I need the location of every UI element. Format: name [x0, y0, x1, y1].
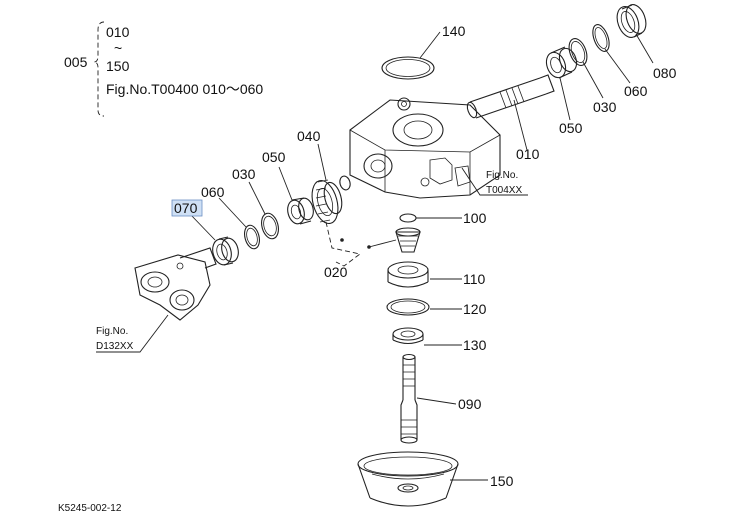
group-020-dot-1	[340, 238, 344, 242]
label-010[interactable]: 010	[516, 146, 540, 162]
label-120[interactable]: 120	[463, 301, 487, 317]
label-150[interactable]: 150	[490, 473, 514, 489]
leader-060-upper	[604, 48, 631, 84]
part-030-left-ring	[261, 212, 279, 240]
part-030-upper-ring	[568, 38, 588, 66]
group-005-brace	[93, 21, 105, 117]
label-d132-fig[interactable]: Fig.No.	[96, 326, 128, 337]
label-tilde: ~	[114, 40, 122, 56]
part-050-left-bearing	[287, 197, 314, 225]
part-130-seal	[392, 327, 424, 345]
label-t004-fig[interactable]: Fig.No.	[486, 170, 518, 181]
label-t004-no[interactable]: T004XX	[486, 185, 522, 196]
part-040-ring	[339, 175, 351, 191]
leader-020-dot	[368, 239, 397, 248]
label-050-upper[interactable]: 050	[559, 120, 583, 136]
leader-050-left	[278, 166, 293, 201]
gearbox-housing	[349, 97, 501, 199]
label-030-left[interactable]: 030	[232, 166, 256, 182]
leader-010	[513, 99, 528, 151]
drawing-code: K5245-002-12	[58, 503, 122, 514]
leader-050-upper	[559, 77, 571, 121]
part-040-bevel-gear	[311, 179, 343, 225]
label-range-start: 010	[106, 24, 130, 40]
label-040[interactable]: 040	[297, 128, 321, 144]
leader-060-left	[218, 197, 247, 228]
part-110-bearing	[387, 261, 429, 288]
label-100[interactable]: 100	[463, 210, 487, 226]
part-120-ring	[386, 298, 430, 316]
part-060-left-ring	[244, 224, 260, 250]
label-080[interactable]: 080	[653, 65, 677, 81]
label-050-left[interactable]: 050	[262, 149, 286, 165]
label-060-upper[interactable]: 060	[624, 83, 648, 99]
label-140[interactable]: 140	[442, 23, 466, 39]
label-130[interactable]: 130	[463, 337, 487, 353]
leader-040	[317, 143, 327, 181]
leader-d132	[96, 314, 169, 353]
label-070-highlight	[171, 199, 203, 217]
part-140-oring	[381, 56, 435, 80]
leader-140	[419, 31, 441, 59]
leader-t004	[461, 167, 528, 196]
label-range-ref[interactable]: Fig.No.T00400 010～060	[106, 81, 263, 97]
label-060-left[interactable]: 060	[201, 184, 225, 200]
leader-090	[416, 397, 457, 405]
part-020-pinion	[395, 227, 421, 253]
label-005[interactable]: 005	[64, 54, 88, 70]
part-150-cup	[357, 451, 459, 507]
label-d132-no[interactable]: D132XX	[96, 341, 134, 352]
label-range-end: 150	[106, 58, 130, 74]
part-060-upper-ring	[592, 24, 610, 52]
leader-030-left	[248, 181, 266, 215]
label-070[interactable]: 070	[174, 200, 198, 216]
leader-030-upper	[582, 61, 604, 99]
part-010-shaft	[466, 74, 555, 119]
label-020[interactable]: 020	[324, 264, 348, 280]
group-020-bracket	[325, 221, 362, 267]
part-070-seal	[212, 236, 239, 266]
part-090-shaft	[400, 353, 418, 444]
part-100-ring	[399, 213, 417, 223]
leader-070	[189, 213, 216, 241]
part-050-upper-bearing	[545, 46, 578, 79]
leader-080	[635, 33, 654, 64]
label-090[interactable]: 090	[458, 396, 482, 412]
label-030-upper[interactable]: 030	[593, 99, 617, 115]
yoke-joint	[134, 247, 217, 321]
label-110[interactable]: 110	[463, 271, 486, 287]
part-080-seal	[616, 4, 647, 38]
